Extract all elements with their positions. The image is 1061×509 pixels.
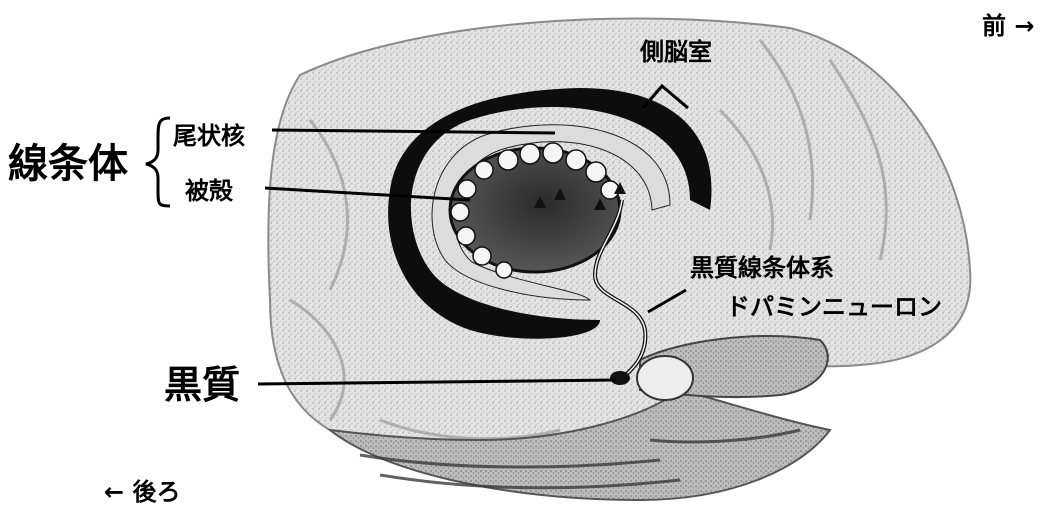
striatum-brace [146, 118, 170, 206]
pons-nucleus [637, 356, 693, 400]
substantia-nigra-label: 黒質 [164, 366, 240, 404]
nigrostriatal-pathway-label: 黒質線条体系 [690, 256, 834, 280]
putamen-label: 被殻 [185, 179, 233, 203]
caudate-nucleus-label: 尾状核 [173, 124, 245, 148]
front-direction-label: 前 → [982, 14, 1034, 38]
substantia-nigra-shape [610, 371, 630, 385]
dopamine-neuron-label: ドパミンニューロン [726, 295, 942, 319]
lateral-ventricle-label: 側脳室 [640, 40, 712, 64]
back-direction-label: ← 後ろ [104, 480, 180, 504]
striatum-label: 線条体 [8, 144, 128, 184]
cerebral-hemisphere [268, 19, 970, 463]
